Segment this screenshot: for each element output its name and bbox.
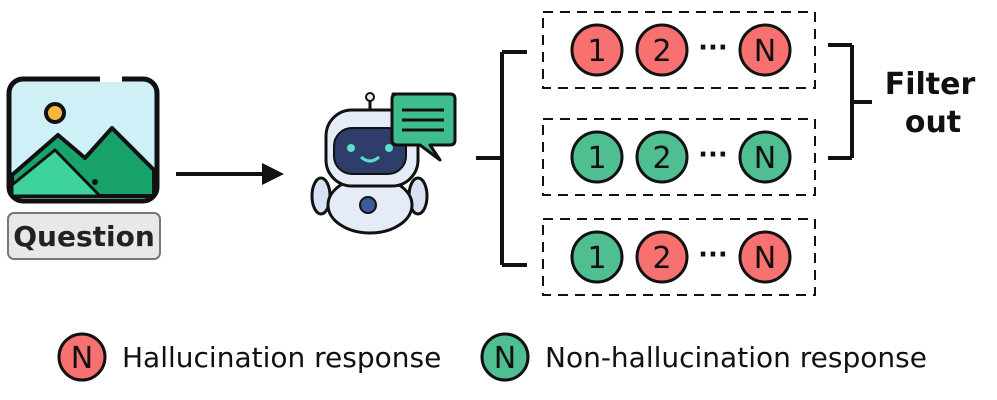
non-hallucination-response-circle [570, 230, 624, 284]
hallucination-response-circle [635, 230, 689, 284]
chat-bubble-icon [390, 92, 457, 162]
response-index: 2 [652, 241, 671, 276]
response-index: N [754, 241, 776, 276]
non-hallucination-response-circle [635, 130, 689, 184]
ellipsis: ··· [698, 240, 728, 270]
group-dashed-box [542, 218, 816, 296]
legend: N Hallucination response N Non-hallucinatio… [57, 332, 927, 382]
legend-symbol: N [494, 341, 516, 376]
arrow [176, 163, 284, 185]
branch-bracket [476, 50, 527, 267]
non-hallucination-response-circle [570, 130, 624, 184]
group-dashed-box [542, 11, 816, 89]
response-group: 1 2 N ··· [542, 218, 816, 296]
filter-label-line1: Filter [885, 67, 976, 102]
legend-swatch [57, 332, 107, 382]
robot-icon [310, 92, 429, 235]
question-box: Question [7, 212, 161, 260]
legend-item: N Non-hallucination response [480, 332, 927, 382]
hallucination-response-circle [570, 23, 624, 77]
legend-swatch [480, 332, 530, 382]
legend-label: Non-hallucination response [545, 341, 927, 374]
legend-label: Hallucination response [122, 341, 441, 374]
response-index: 2 [652, 141, 671, 176]
response-index: 1 [587, 34, 606, 69]
response-group: 1 2 N ··· [542, 118, 816, 196]
response-index: 1 [587, 241, 606, 276]
ellipsis: ··· [698, 140, 728, 170]
non-hallucination-response-circle [738, 130, 792, 184]
hallucination-response-circle [635, 23, 689, 77]
question-label: Question [13, 220, 155, 253]
response-index: 2 [652, 34, 671, 69]
hallucination-response-circle [738, 230, 792, 284]
legend-item: N Hallucination response [57, 332, 441, 382]
response-index: N [754, 141, 776, 176]
response-group: 1 2 N ··· [542, 11, 816, 89]
filter-label-line2: out [905, 105, 961, 140]
image-icon [6, 76, 160, 204]
response-index: N [754, 34, 776, 69]
filter-bracket [828, 43, 872, 160]
ellipsis: ··· [698, 33, 728, 63]
response-index: 1 [587, 141, 606, 176]
legend-symbol: N [71, 341, 93, 376]
group-dashed-box [542, 118, 816, 196]
hallucination-response-circle [738, 23, 792, 77]
